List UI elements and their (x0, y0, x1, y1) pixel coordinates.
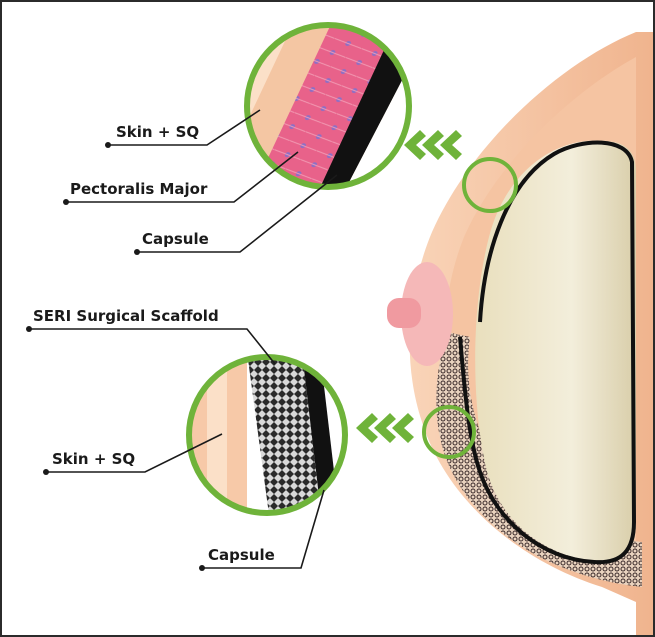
label-scaffold: SERI Surgical Scaffold (33, 307, 219, 325)
label-pectoralis-major: Pectoralis Major (70, 180, 208, 198)
nipple (387, 262, 453, 366)
magnifier-bottom (182, 352, 362, 522)
label-top-skin: Skin + SQ (116, 123, 199, 141)
arrow-bottom (356, 413, 414, 443)
arrow-top (404, 130, 462, 160)
magnifier-top (182, 22, 422, 192)
label-bottom-capsule: Capsule (208, 546, 275, 564)
leader-dots (26, 142, 205, 571)
label-bottom-skin: Skin + SQ (52, 450, 135, 468)
breast-cross-section (387, 32, 653, 635)
label-top-capsule: Capsule (142, 230, 209, 248)
